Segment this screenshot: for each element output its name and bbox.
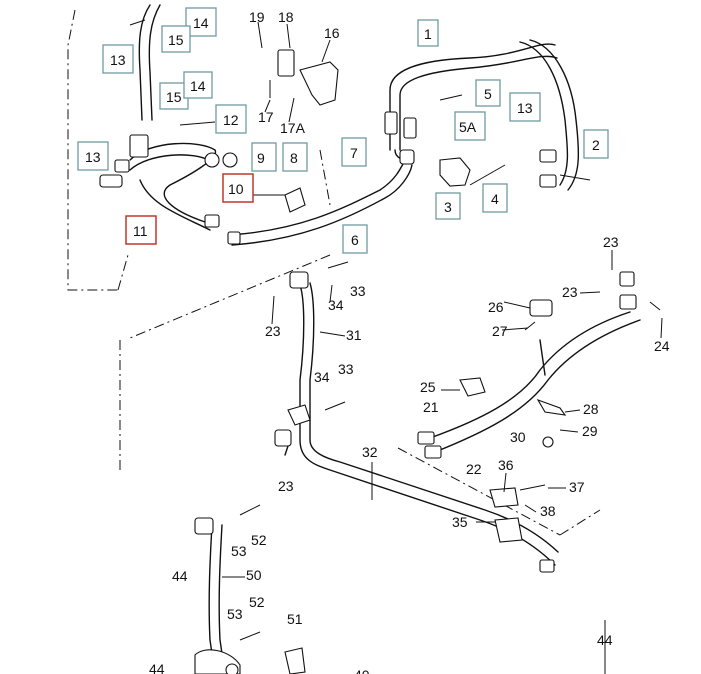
boxed-callouts: 13 14 15 1 5 13 15 14 12 5A 2 13 7 3 4 6 <box>77 7 609 254</box>
label-14b: 14 <box>190 78 206 94</box>
label-33b: 33 <box>338 361 354 377</box>
label-52b: 52 <box>249 594 265 610</box>
label-34b: 34 <box>314 369 330 385</box>
label-29: 29 <box>582 423 598 439</box>
label-17: 17 <box>258 109 274 125</box>
label-35: 35 <box>452 514 468 530</box>
label-50: 50 <box>246 567 262 583</box>
label-15: 15 <box>168 32 184 48</box>
label-10: 10 <box>228 181 244 197</box>
label-52: 52 <box>251 532 267 548</box>
label-51: 51 <box>287 611 303 627</box>
label-25: 25 <box>420 379 436 395</box>
label-19: 19 <box>249 9 265 25</box>
label-13c: 13 <box>85 149 101 165</box>
label-31: 31 <box>346 327 362 343</box>
label-44b: 44 <box>597 632 613 648</box>
label-37: 37 <box>569 479 585 495</box>
label-4: 4 <box>491 191 499 207</box>
label-15b: 15 <box>166 89 182 105</box>
label-23c: 23 <box>603 234 619 250</box>
label-34: 34 <box>328 297 344 313</box>
label-23b: 23 <box>278 478 294 494</box>
label-9: 9 <box>257 150 265 166</box>
label-7: 7 <box>350 145 358 161</box>
label-27: 27 <box>492 323 508 339</box>
label-36: 36 <box>498 457 514 473</box>
label-14: 14 <box>193 15 209 31</box>
label-22: 22 <box>466 461 482 477</box>
label-28: 28 <box>583 401 599 417</box>
label-23: 23 <box>265 323 281 339</box>
label-24: 24 <box>654 338 670 354</box>
label-44: 44 <box>172 568 188 584</box>
highlighted-callouts: 10 11 <box>125 173 254 245</box>
label-5: 5 <box>484 86 492 102</box>
label-13b: 13 <box>517 100 533 116</box>
label-32: 32 <box>362 444 378 460</box>
label-30: 30 <box>510 429 526 445</box>
label-53b: 53 <box>227 606 243 622</box>
label-53: 53 <box>231 543 247 559</box>
label-38: 38 <box>540 503 556 519</box>
label-8: 8 <box>290 150 298 166</box>
leader-lines <box>222 21 663 578</box>
right-hose-assembly <box>397 271 661 674</box>
label-21: 21 <box>423 399 439 415</box>
upper-pipe-assembly <box>67 4 591 470</box>
label-16: 16 <box>324 25 340 41</box>
label-17A: 17A <box>280 120 306 136</box>
label-23d: 23 <box>562 284 578 300</box>
label-44c: 44 <box>149 661 165 674</box>
label-33: 33 <box>350 283 366 299</box>
label-3: 3 <box>444 199 452 215</box>
label-18: 18 <box>278 9 294 25</box>
callout-labels: 19 18 16 17 17A 9 8 33 34 31 23 34 33 23… <box>149 9 670 674</box>
label-6: 6 <box>351 232 359 248</box>
label-26: 26 <box>488 299 504 315</box>
label-11: 11 <box>133 223 148 239</box>
label-12: 12 <box>223 112 239 128</box>
label-5A: 5A <box>459 119 477 135</box>
label-2: 2 <box>592 137 600 153</box>
lower-pipe-assembly <box>194 261 559 674</box>
label-1: 1 <box>424 26 432 42</box>
label-40: 40 <box>354 667 370 674</box>
label-13: 13 <box>110 52 126 68</box>
